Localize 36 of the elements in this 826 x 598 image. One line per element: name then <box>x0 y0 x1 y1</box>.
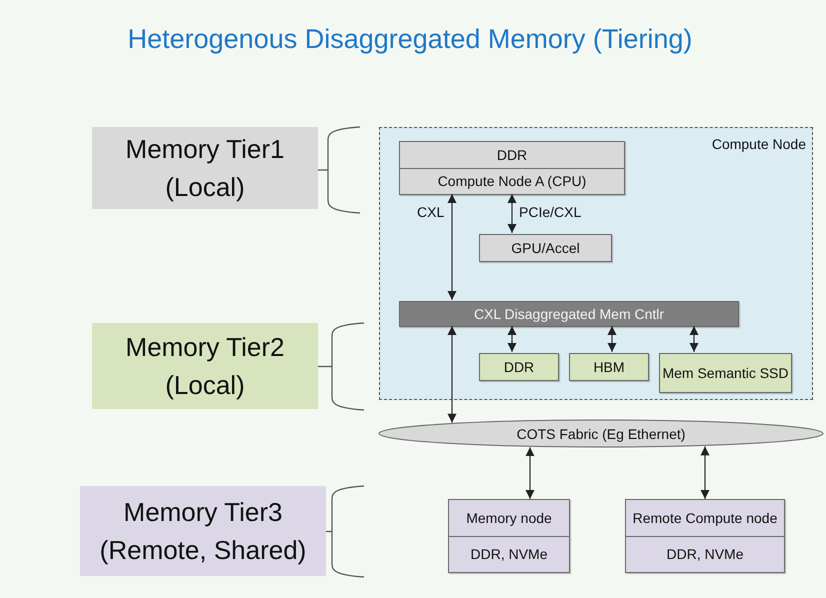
box-text: DDR <box>502 358 536 377</box>
box-text: GPU/Accel <box>510 238 581 258</box>
controller-bar <box>399 301 739 327</box>
diagram-title: Heterogenous Disaggregated Memory (Tiering) <box>126 23 694 56</box>
accelerator-box <box>479 234 612 262</box>
box-text: DDR, NVMe <box>626 536 784 572</box>
box-text: Mem Semantic SSD <box>661 364 790 383</box>
box-text: HBM <box>592 358 626 377</box>
double-arrow <box>508 326 516 352</box>
double-arrow <box>526 447 534 499</box>
cpu-box <box>399 141 625 195</box>
box-text: DDR <box>496 146 528 165</box>
edge-label: PCIe/CXL <box>519 204 582 220</box>
tier-label: Memory Tier3 (Remote, Shared) <box>80 486 326 576</box>
double-arrow <box>448 194 456 300</box>
memory-box <box>479 353 559 381</box>
double-arrow <box>690 326 698 352</box>
memory-node-box <box>448 499 570 573</box>
double-arrow <box>608 326 616 352</box>
tier-label: Memory Tier2 (Local) <box>92 323 318 409</box>
box-text: CXL Disaggregated Mem Cntlr <box>472 304 666 324</box>
tier-label: Memory Tier1 (Local) <box>92 127 318 209</box>
double-arrow <box>700 446 710 499</box>
region-title: Compute Node <box>712 136 806 152</box>
box-text: Remote Compute node <box>632 508 778 528</box>
double-arrow <box>508 194 516 233</box>
memory-box <box>569 353 649 381</box>
ssd-box <box>659 353 792 393</box>
compute-node-region <box>379 127 813 400</box>
box-text: Compute Node A (CPU) <box>400 168 624 194</box>
edge-label: CXL <box>417 204 444 220</box>
compute-node-box <box>625 499 785 573</box>
fabric-label: COTS Fabric (Eg Ethernet) <box>516 426 686 442</box>
box-text: Memory node <box>465 508 553 528</box>
double-arrow <box>448 326 456 423</box>
box-text: DDR, NVMe <box>449 536 569 572</box>
